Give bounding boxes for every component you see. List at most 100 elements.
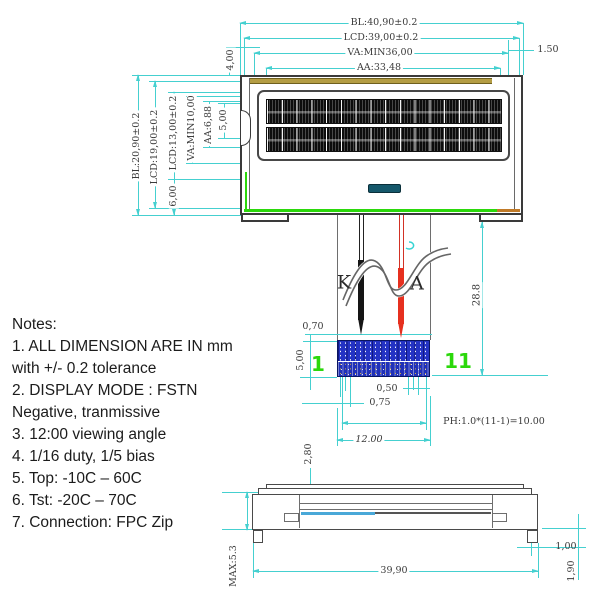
ext-line [186,96,261,97]
dim-label-connector-height: 5,00 [294,347,307,373]
ext-line [186,163,262,164]
ext-line [430,396,431,446]
dim-line [480,221,484,376]
wire-k-thin [363,215,364,263]
ext-line [218,138,248,139]
dim-line [509,50,534,51]
dim-label-max-height: MAX:5.3 [227,545,239,587]
sv-foot-right [527,530,538,543]
dim-label-pin-offset: 0,75 [367,396,393,409]
dim-label-va-width: VA:MIN36,00 [345,46,415,59]
wire-k-thin [359,215,360,263]
dim-label-lcd-height: LCD:19,00±0.2 [148,107,161,187]
dim-line [310,334,311,390]
ext-line [342,377,343,430]
backlight-pad [368,184,401,193]
ext-line [337,408,338,446]
dim-label-edge-offset: 1.50 [537,43,559,55]
dim-label-foot-depth: 1,90 [565,560,577,582]
display-row-2 [266,127,502,152]
ext-line [408,377,409,395]
ext-line [168,179,258,180]
note-line: 1. ALL DIMENSION ARE IN mm [12,338,233,355]
ext-line [303,341,337,342]
bezel-inner-edge-left [249,78,250,211]
dim-label-4mm: 4,00 [224,47,237,73]
anode-label: A [410,272,424,295]
dim-label-lcd-top: LCD:13,00±0.2 [167,93,180,173]
sv-block-edge [299,495,300,528]
ext-line [149,81,250,82]
ext-line [203,147,266,148]
dim-label-aa-height: AA:6,88 [202,103,215,147]
ext-line [538,543,539,578]
ext-line [426,377,427,430]
ext-line [413,377,414,390]
bezel-tab-right [479,213,523,222]
sv-dark-layer [375,512,491,514]
ext-line [432,375,548,376]
sv-body [252,494,538,530]
dim-line [341,421,427,425]
note-line: 6. Tst: -20C – 70C [12,492,137,509]
tail-edge-right [430,215,431,340]
bezel-top-strip [250,78,492,84]
note-line: 4. 1/16 duty, 1/5 bias [12,448,155,465]
ext-line [340,377,341,397]
ext-line [244,38,245,75]
leader-curl-icon [405,241,415,250]
wire-a-thin [399,215,400,271]
sv-notch-right [492,513,507,522]
ext-line [168,92,258,93]
ext-line [253,532,254,578]
note-line: 2. DISPLAY MODE : FSTN [12,382,198,399]
dim-label-bl-width: BL:40,90±0.2 [348,16,420,29]
ext-line [517,547,586,548]
ext-line [222,529,252,530]
dim-line [403,388,430,389]
ext-line [508,40,509,75]
pin-1-label: 1 [311,352,325,376]
ext-line [222,492,262,493]
ext-line [542,528,586,529]
ext-line [254,53,255,75]
dim-label-aa-width: AA:33,48 [354,61,404,74]
dim-label-wire-gap: 0,70 [300,320,326,333]
ext-line [531,540,532,556]
bezel-side-notch [241,110,251,146]
dim-label-foot-height: 1,00 [555,540,577,552]
ext-line [300,377,337,378]
sv-foot-left [253,530,263,543]
dim-label-va-height: VA:MIN10,00 [185,93,198,163]
cathode-label: K [336,271,352,294]
note-line: 7. Connection: FPC Zip [12,514,174,531]
tail-edge-left [337,215,338,340]
note-line: Negative, tranmissive [12,404,161,421]
note-line: with +/- 0.2 tolerance [12,360,157,377]
ext-line [305,334,432,335]
break-line [340,241,452,307]
backlight-edge-corner [497,209,520,212]
ext-line [240,23,241,75]
fpc-zip-connector [337,340,430,377]
dim-label-pitch-formula: PH:1.0*(11-1)=10.00 [443,415,545,427]
dim-label-lcd-width: LCD:39,00±0.2 [341,31,421,44]
bezel-tab-left [241,213,289,222]
display-row-1 [266,99,502,124]
connector-pin-row [338,362,429,376]
dim-line [578,514,579,580]
sv-block-edge [492,495,493,528]
wire-k [358,260,364,320]
ext-line [345,377,346,391]
note-line: 3. 12:00 viewing angle [12,426,167,443]
dim-label-sv-width: 39,90 [378,564,410,577]
backlight-edge-left [245,172,247,210]
ext-line [132,75,240,76]
notes-block: Notes: 1. ALL DIMENSION ARE IN mm with +… [12,314,242,534]
sv-blue-layer [301,512,375,515]
ext-line [519,38,520,75]
ext-line [350,377,351,407]
ext-line [523,23,524,75]
note-line: 5. Top: -10C – 60C [12,470,142,487]
